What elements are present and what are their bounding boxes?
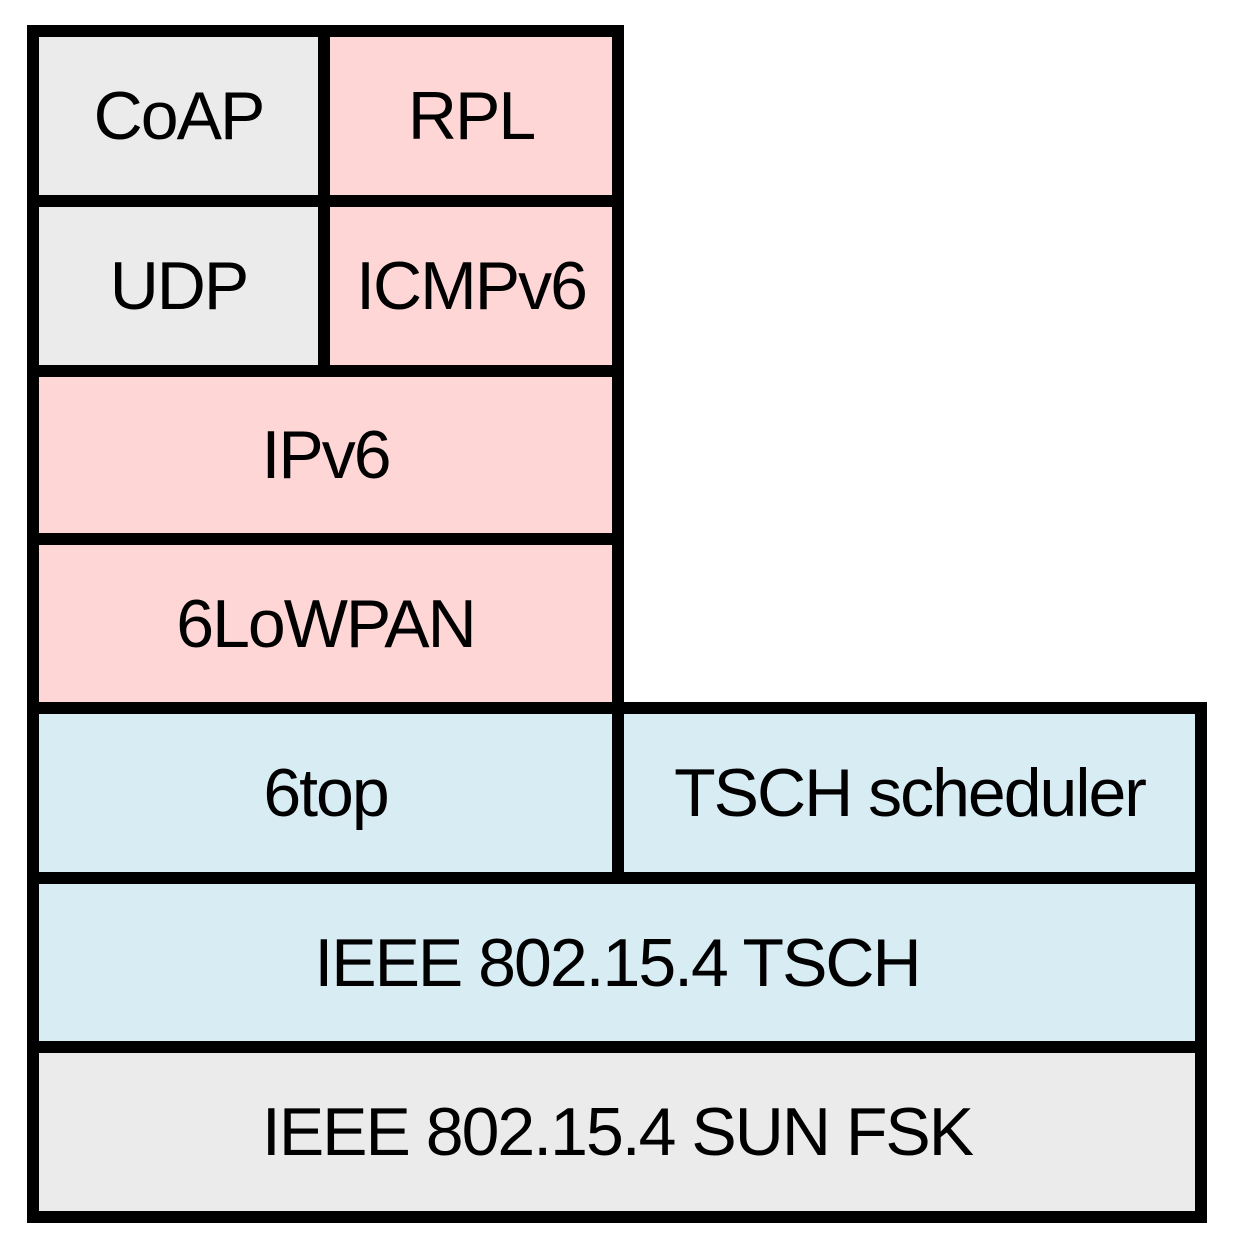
cell-tsch-scheduler: TSCH scheduler — [612, 702, 1207, 884]
cell-rpl: RPL — [318, 25, 624, 207]
cell-label: IEEE 802.15.4 TSCH — [314, 924, 921, 1001]
cell-6lowpan: 6LoWPAN — [27, 533, 624, 714]
cell-label: IEEE 802.15.4 SUN FSK — [261, 1094, 974, 1170]
cell-label: ICMPv6 — [356, 248, 588, 324]
cell-6top: 6top — [27, 702, 624, 884]
cell-coap: CoAP — [27, 25, 330, 207]
cell-ipv6: IPv6 — [27, 365, 624, 545]
cell-label: RPL — [407, 78, 536, 154]
cell-ieee-802-15-4-sun-fsk: IEEE 802.15.4 SUN FSK — [27, 1041, 1207, 1223]
cell-label: 6top — [263, 755, 389, 831]
cell-label: TSCH scheduler — [674, 755, 1147, 831]
cell-label: UDP — [109, 248, 250, 324]
cell-udp: UDP — [27, 195, 330, 377]
cell-icmpv6: ICMPv6 — [318, 195, 624, 377]
cell-label: IPv6 — [261, 417, 391, 493]
cell-ieee-802-15-4-tsch: IEEE 802.15.4 TSCH — [27, 872, 1207, 1053]
cell-label: CoAP — [93, 78, 266, 154]
cell-label: 6LoWPAN — [176, 585, 476, 662]
